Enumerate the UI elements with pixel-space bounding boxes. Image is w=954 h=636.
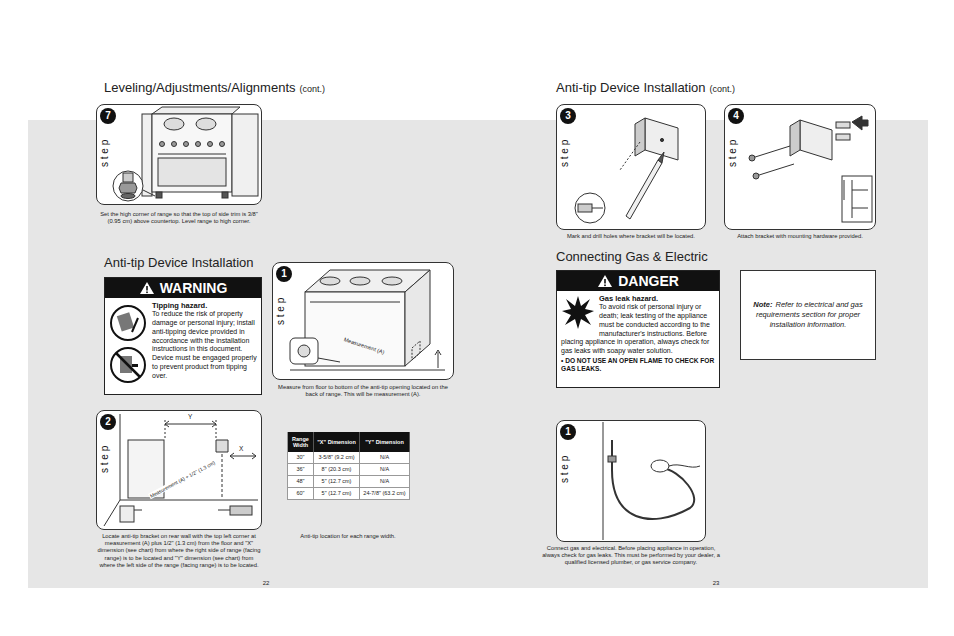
table-cell: 60" [288,488,314,500]
table-cell: N/A [360,452,410,464]
table-cell: 36" [288,464,314,476]
step-caption: Locate anti-tip bracket on rear wall wit… [96,533,262,569]
table-cell: 48" [288,476,314,488]
header-bar: DANGER [557,271,719,291]
section-heading: Connecting Gas & Electric [556,249,708,265]
table-caption: Anti-tip location for each range width. [277,533,419,540]
hazard-text: To avoid risk of personal injury or deat… [561,303,715,356]
table-header-cell: "X" Dimension [314,432,360,452]
step-caption: Mark and drill holes where bracket will … [550,233,712,240]
step-label: s t e p [99,446,111,473]
alert-triangle [139,281,155,295]
page-number: 22 [256,580,276,588]
explosion-icon [561,294,595,330]
step-number: 4 [728,108,744,124]
heading-suffix: (cont.) [710,84,736,95]
step-label: s t e p [275,298,287,325]
box-body: Tipping hazard.To reduce the risk of pro… [105,298,261,385]
hazard-icon [108,304,148,386]
table-cell: 5" (12.7 cm) [314,476,360,488]
hazard-text: To reduce the risk of property damage or… [152,310,257,380]
table-header-cell: "Y" Dimension [360,432,410,452]
page-number: 23 [706,580,726,588]
section-heading: Anti-tip Device Installation [556,80,706,96]
box-body: Gas leak hazard.To avoid risk of persona… [557,291,719,378]
dimension-label: X [239,445,243,453]
step-number: 1 [276,266,292,282]
explosion-symbol [561,294,595,330]
header-text: WARNING [160,280,228,296]
table-cell: 8" (20.3 cm) [314,464,360,476]
step-caption: Connect gas and electrical. Before placi… [538,545,724,567]
dimension-table: Range Width"X" Dimension"Y" Dimension 30"… [287,432,410,500]
step-number: 1 [560,424,576,440]
step-number: 2 [100,414,116,430]
step-panel: 7 s t e p [96,104,262,205]
table-cell: 5" (12.7 cm) [314,488,360,500]
step-label: s t e p [727,140,739,167]
dimension-label: Y [188,413,192,421]
table-cell: N/A [360,464,410,476]
hazard-bullet: • DO NOT USE AN OPEN FLAME TO CHECK FOR … [561,356,715,373]
hazard-icons [108,304,148,386]
table-cell: 24-7/8" (63.2 cm) [360,488,410,500]
table-cell: N/A [360,476,410,488]
step-caption: Attach bracket with mounting hardware pr… [736,233,864,240]
table-cell: 3-5/8" (9.2 cm) [314,452,360,464]
note-lead: Note: [753,300,772,309]
step-number: 3 [560,108,576,124]
step-panel: 4 s t e p [724,104,876,230]
note-box: Note:Refer to electrical and gas require… [740,270,876,360]
warning-box: WARNING Tipping hazard.To reduce the risk… [104,277,262,395]
step-caption: Measure from floor to bottom of the anti… [272,384,454,398]
step-label: s t e p [559,456,571,483]
step-number: 7 [100,108,116,124]
step-panel: 2 s t e p [96,410,262,530]
step-label: s t e p [99,140,111,167]
hazard-heading: Gas leak hazard. [561,294,715,303]
alert-triangle [597,274,613,288]
section-heading: Anti-tip Device Installation [104,255,254,271]
heading-suffix: (cont.) [300,84,326,95]
section-heading: Leveling/Adjustments/Alignments [104,80,296,96]
header-text: DANGER [618,273,679,289]
note-text: Note:Refer to electrical and gas require… [749,300,867,329]
danger-box: DANGER Gas leak hazard.To avoid risk of p… [556,270,720,388]
step-panel: 3 s t e p [556,104,706,230]
step-panel: 1 s t e p [556,420,706,542]
hazard-heading: Tipping hazard. [152,301,257,310]
table-cell: 30" [288,452,314,464]
step-caption: Set the high corner of range so that the… [96,211,262,225]
table-header-cell: Range Width [288,432,314,452]
step-panel: 1 s t e p [272,262,454,380]
step-label: s t e p [559,140,571,167]
header-bar: WARNING [105,278,261,298]
